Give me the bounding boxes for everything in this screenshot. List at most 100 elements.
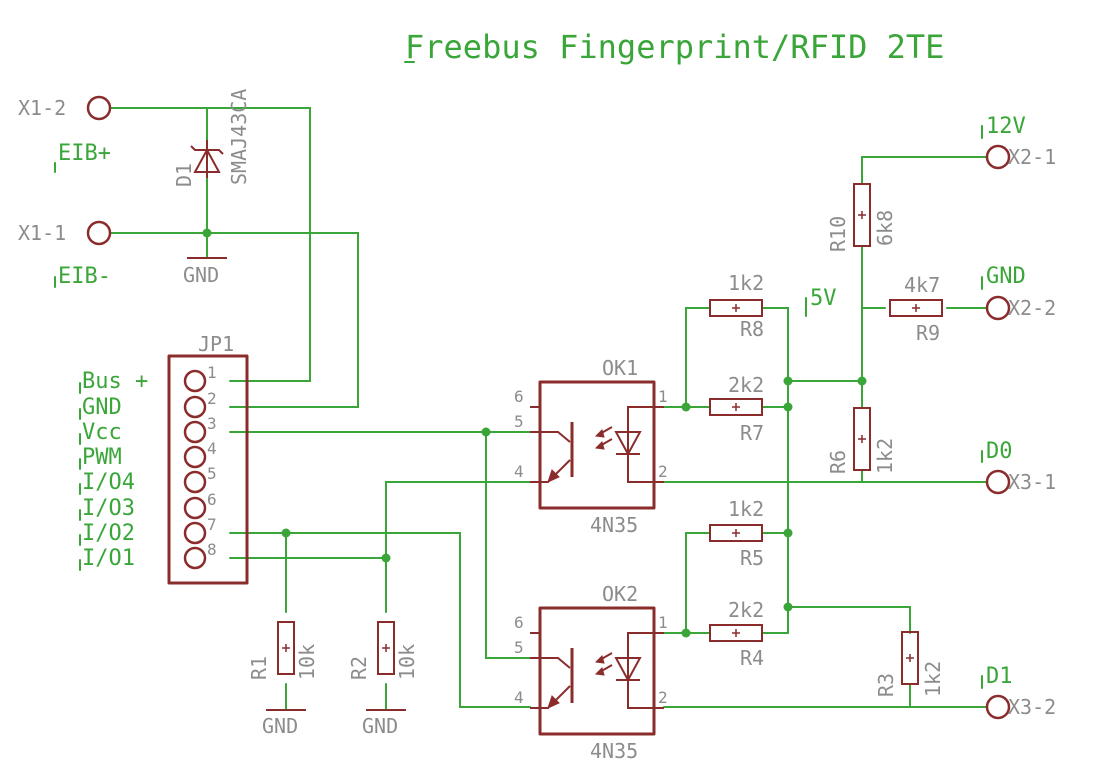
header-pin-label: I/O2 bbox=[82, 521, 135, 546]
resistor-r2: R2 10k bbox=[347, 621, 419, 680]
junction-dot bbox=[681, 402, 691, 412]
resistor-name: R10 bbox=[826, 216, 850, 252]
resistor-body bbox=[709, 299, 763, 317]
led-wiring bbox=[627, 406, 654, 483]
net-label-5v: 5V bbox=[810, 286, 837, 311]
header-pin-pad bbox=[183, 470, 207, 494]
resistor-body bbox=[377, 621, 395, 675]
resistor-name: R1 bbox=[247, 656, 271, 680]
optocoupler-name: OK2 bbox=[602, 582, 638, 606]
diode-value: SMAJ43CA bbox=[227, 89, 251, 185]
wire-5v-bus bbox=[761, 307, 789, 634]
optocoupler-body bbox=[538, 606, 656, 736]
connector-pad bbox=[86, 95, 112, 121]
ground-symbols: GND GND GND bbox=[183, 257, 406, 738]
diode-bar bbox=[190, 145, 224, 155]
optocoupler-value: 4N35 bbox=[590, 513, 638, 537]
header-pin-label: I/O4 bbox=[82, 470, 135, 495]
junction-dot bbox=[857, 376, 867, 386]
led-triangle bbox=[614, 657, 642, 683]
header-pin-number: 7 bbox=[207, 515, 217, 534]
resistor-value: 4k7 bbox=[904, 273, 940, 297]
header-pin-number: 4 bbox=[207, 439, 217, 458]
resistor-value: 10k bbox=[395, 644, 419, 680]
connector-pad bbox=[985, 694, 1011, 720]
junction-dot bbox=[281, 528, 291, 538]
wire-eib-plus bbox=[110, 107, 311, 382]
connector-pad bbox=[985, 295, 1011, 321]
transistor-arrow bbox=[547, 695, 560, 709]
led-triangle bbox=[614, 431, 642, 457]
junction-dot bbox=[783, 602, 793, 612]
header-name: JP1 bbox=[198, 332, 234, 356]
header-pin-label: Bus + bbox=[82, 369, 148, 394]
resistor-name: R8 bbox=[740, 317, 764, 341]
connector-x1-2: X1-2 bbox=[18, 95, 112, 121]
header-pin-number: 2 bbox=[207, 389, 217, 408]
connector-x3-2: X3-2 bbox=[985, 694, 1056, 720]
junction-dot bbox=[783, 402, 793, 412]
resistor-r7: R7 2k2 bbox=[709, 373, 764, 445]
diode-d1: D1 SMAJ43CA bbox=[172, 89, 251, 187]
resistor-value: 1k2 bbox=[921, 661, 945, 697]
net-label-gnd: GND bbox=[986, 264, 1026, 289]
optocoupler-pin-number: 4 bbox=[514, 462, 524, 481]
resistor-r4: R4 2k2 bbox=[709, 598, 764, 670]
optocoupler-pin-number: 6 bbox=[514, 613, 524, 632]
header-pin-pad bbox=[183, 395, 207, 419]
resistor-name: R5 bbox=[740, 546, 764, 570]
resistor-r3: R3 1k2 bbox=[874, 631, 945, 697]
resistor-value: 2k2 bbox=[728, 373, 764, 397]
resistor-body bbox=[709, 398, 763, 416]
wire-r5-left bbox=[685, 532, 711, 634]
led-wiring bbox=[627, 632, 654, 709]
net-label-eib-plus: EIB+ bbox=[58, 141, 111, 166]
light-arrow-head bbox=[594, 655, 605, 664]
wire-r3-top bbox=[787, 606, 911, 634]
optocoupler-body bbox=[538, 380, 656, 510]
junction-dot bbox=[481, 427, 491, 437]
optocoupler-pin-number: 5 bbox=[514, 638, 524, 657]
diode-name: D1 bbox=[172, 163, 196, 187]
resistor-name: R7 bbox=[740, 421, 764, 445]
wire-ok1-pin4 bbox=[385, 481, 531, 559]
header-pin-pad bbox=[183, 445, 207, 469]
connector-label: X3-2 bbox=[1008, 695, 1056, 719]
header-pin-pad bbox=[183, 369, 207, 393]
header-body bbox=[167, 354, 249, 585]
connector-pad bbox=[985, 144, 1011, 170]
resistor-body bbox=[277, 621, 295, 675]
resistor-value: 2k2 bbox=[728, 598, 764, 622]
schematic-title: Freebus Fingerprint/RFID 2TE bbox=[405, 28, 944, 66]
transistor-collector bbox=[540, 431, 571, 443]
wire-vcc-ok2 bbox=[485, 431, 531, 659]
header-pin-label: I/O3 bbox=[82, 496, 135, 521]
connector-x3-1: X3-1 bbox=[985, 469, 1056, 495]
wires bbox=[110, 107, 987, 711]
resistor-body bbox=[853, 407, 871, 471]
junction-dot bbox=[202, 228, 212, 238]
header-pin-pad bbox=[183, 496, 207, 520]
header-pin-number: 3 bbox=[207, 414, 217, 433]
wire-eib-minus bbox=[110, 232, 359, 408]
header-pin-label: I/O1 bbox=[82, 546, 135, 571]
resistor-body bbox=[709, 524, 763, 542]
resistor-name: R3 bbox=[874, 673, 898, 697]
transistor-arrow bbox=[547, 469, 560, 483]
header-pin-pad bbox=[183, 521, 207, 545]
wire-12v bbox=[861, 156, 987, 185]
junction-dot bbox=[783, 376, 793, 386]
resistor-body bbox=[709, 624, 763, 642]
resistor-name: R4 bbox=[740, 646, 764, 670]
resistor-name: R2 bbox=[347, 656, 371, 680]
net-label-12v: 12V bbox=[986, 114, 1026, 139]
resistor-name: R6 bbox=[826, 450, 850, 474]
resistor-body bbox=[853, 183, 871, 247]
resistor-value: 6k8 bbox=[873, 210, 897, 246]
junction-dot bbox=[381, 553, 391, 563]
